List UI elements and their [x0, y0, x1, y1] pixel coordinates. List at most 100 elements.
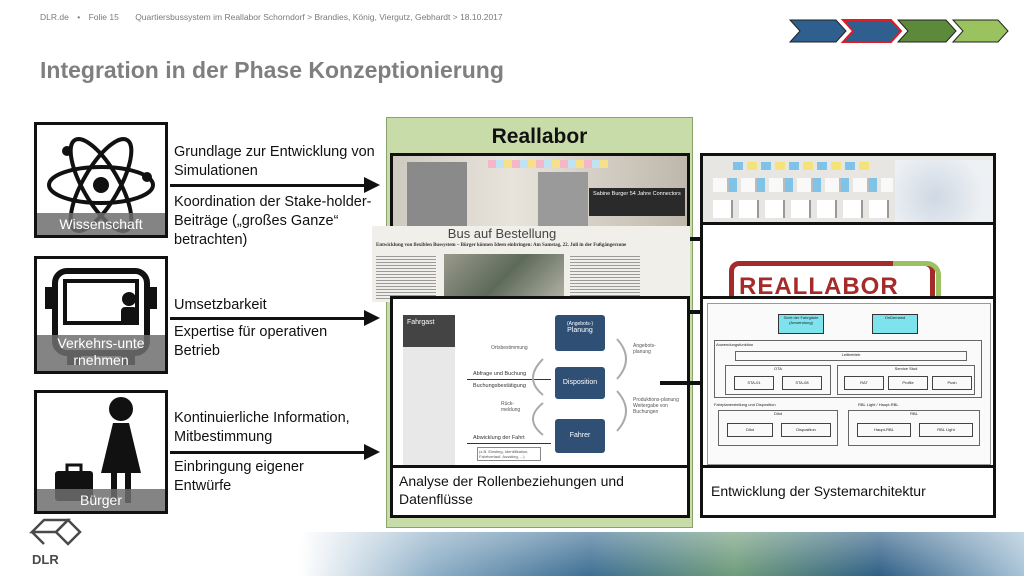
- tile-label-verkehrsunternehmen: Verkehrs-unternehmen: [37, 335, 165, 371]
- text-kontinuierliche-information: Kontinuierliche Information, Mitbestimmu…: [174, 410, 350, 445]
- arch-m1: STA-01: [734, 376, 774, 390]
- analyse-caption-box: Analyse der Rollenbeziehungen und Datenf…: [393, 465, 687, 515]
- panel-systemarchitektur: Sicht der Fahrgäste (Anwendung) OnDemand…: [700, 296, 996, 518]
- header-line: DLR.de • Folie 15 Quartiersbussystem im …: [40, 12, 509, 22]
- proc-label-abwicklung: Abwicklung der Fahrt: [473, 435, 525, 441]
- text-umsetzbarkeit: Umsetzbarkeit: [174, 297, 267, 313]
- proc-planung: (Angebots-) Planung: [555, 315, 605, 351]
- header-breadcrumb: Quartiersbussystem im Reallabor Schorndo…: [135, 12, 503, 22]
- arch-caption: Entwicklung der Systemarchitektur: [711, 483, 926, 499]
- news-subline: Entwicklung von flexiblen Bussystem – Bü…: [376, 243, 627, 248]
- sticky-row-2: [713, 178, 893, 192]
- chevron-phase-3: [896, 19, 957, 43]
- header-org: DLR.de: [40, 12, 69, 22]
- photo-person-1: [407, 162, 467, 230]
- arch-layer-2b-label: RBL Light / Haupt-RBL: [858, 402, 899, 407]
- proc-planung-label: Planung: [567, 327, 593, 334]
- news-headline: Bus auf Bestellung: [447, 226, 557, 241]
- panel-reallabor-logo: REALLABOR: [700, 222, 996, 302]
- text-grundlage: Grundlage zur Entwicklung von Simulation…: [174, 144, 375, 179]
- proc-disposition: Disposition: [555, 367, 605, 399]
- header-slide-number: Folie 15: [88, 12, 119, 22]
- tile-label-wissenschaft: Wissenschaft: [37, 213, 165, 235]
- arch-m5: Push: [932, 376, 972, 390]
- phase-chevrons: [788, 19, 1009, 43]
- arch-group-dilot-label: Dilot: [773, 411, 782, 416]
- arch-m9: RBL Light: [919, 423, 973, 437]
- arrowhead-wissenschaft: [364, 177, 380, 193]
- chevron-phase-2: [840, 19, 903, 43]
- arrowhead-verkehrsunternehmen: [364, 310, 380, 326]
- proc-fahrgast-column: [403, 347, 455, 471]
- proc-label-buchungsbestaetigung: Buchungsbestätigung: [473, 383, 526, 389]
- proc-label-angebotsplanung: Angebots-planung: [633, 343, 656, 355]
- arch-layer-2-label: Fahrplanerstellung und Disposition: [714, 402, 776, 407]
- sticky-row-1: [733, 162, 873, 170]
- proc-label-produktionsplanung: Produktions-planung Weitergabe von Buchu…: [633, 397, 679, 415]
- photo-person-2: [538, 172, 588, 230]
- arch-group-rbl: RBL Haupt-RBL RBL Light: [848, 410, 980, 446]
- news-column-left: [376, 256, 436, 300]
- proc-label-abfrage: Abfrage und Buchung: [473, 371, 527, 377]
- atom-icon: [47, 137, 155, 233]
- sticky-map: [895, 160, 993, 222]
- proc-label-rueckmeldung: Rück-meldung: [501, 401, 521, 413]
- text-expertise: Expertise für operativen Betrieb: [174, 324, 328, 359]
- text-einbringung: Einbringung eigener Entwürfe: [174, 459, 304, 494]
- arch-group-service-label: Service Stud: [894, 366, 918, 371]
- arch-sub-1: Leitbetrieb: [735, 351, 967, 361]
- arch-group-dilot: Dilot Dilot Disposition: [718, 410, 838, 446]
- logo-frame: [729, 261, 935, 299]
- proc-label-ortsbestimmung: Ortsbestimmung: [491, 345, 528, 351]
- arch-m2: STA-08: [782, 376, 822, 390]
- proc-label-abwicklung-detail: (z.B. Einstieg, Identifikation, Fahrtver…: [477, 447, 541, 461]
- arch-group-ota: OTA STA-01 STA-08: [725, 365, 831, 395]
- arch-group-rbl-label: RBL: [910, 411, 918, 416]
- photo-notes: [488, 160, 608, 168]
- chevron-phase-1: [788, 19, 847, 43]
- slide-title: Integration in der Phase Konzeptionierun…: [40, 57, 504, 83]
- logo-text: REALLABOR: [739, 273, 899, 300]
- proc-line-abfrage: [467, 379, 551, 380]
- arch-m8: Haupt-RBL: [857, 423, 911, 437]
- tile-verkehrsunternehmen: Verkehrs-unternehmen: [34, 256, 168, 374]
- panel-rollenbeziehungen: Fahrgast (Angebots-) Planung Disposition…: [390, 296, 690, 518]
- dlr-logo-text: DLR: [32, 552, 59, 567]
- sticky-row-3: [713, 200, 893, 218]
- arch-top-2: OnDemand: [872, 314, 918, 334]
- footer-band-overlay: [300, 532, 1024, 576]
- arch-m6: Dilot: [727, 423, 773, 437]
- proc-arcs: [532, 338, 627, 436]
- arrow-wissenschaft: [170, 184, 366, 187]
- news-photo: [444, 254, 564, 300]
- arrow-buerger: [170, 451, 366, 454]
- header-bullet: •: [77, 12, 81, 22]
- arrowhead-buerger: [364, 444, 380, 460]
- tile-label-verkehrsunternehmen-text: Verkehrs-unternehmen: [57, 335, 145, 368]
- dlr-logo-icon: [28, 518, 82, 546]
- reallabor-title: Reallabor: [491, 125, 588, 148]
- proc-fahrer: Fahrer: [555, 419, 605, 453]
- arch-layer-1: Anwendungsfunktion Leitbetrieb OTA STA-0…: [714, 340, 982, 398]
- arch-group-service: Service Stud RAT Profile Push: [837, 365, 975, 395]
- arch-group-ota-label: OTA: [774, 366, 782, 371]
- arrow-verkehrsunternehmen: [170, 317, 366, 320]
- proc-fahrgast: Fahrgast: [403, 315, 455, 347]
- footer-satellite-band: [300, 532, 1024, 576]
- arch-top-1: Sicht der Fahrgäste (Anwendung): [778, 314, 824, 334]
- arch-m7: Disposition: [781, 423, 831, 437]
- panel-newspaper: Bus auf Bestellung Entwicklung von flexi…: [372, 226, 690, 302]
- arch-layer-1-label: Anwendungsfunktion: [716, 342, 754, 347]
- logo-accent: [893, 261, 941, 299]
- photo-card: Sabine Burger 54 Jahre Connectors: [589, 188, 685, 216]
- connector-1: [690, 237, 700, 241]
- photo-card-caption: Sabine Burger 54 Jahre Connectors: [593, 191, 681, 197]
- analyse-caption: Analyse der Rollenbeziehungen und Datenf…: [399, 473, 624, 507]
- connector-2: [690, 310, 700, 314]
- chevron-phase-4: [951, 19, 1009, 43]
- arch-canvas: Sicht der Fahrgäste (Anwendung) OnDemand…: [707, 303, 991, 465]
- connector-3: [660, 381, 708, 385]
- tile-wissenschaft: Wissenschaft: [34, 122, 168, 238]
- arch-caption-box: Entwicklung der Systemarchitektur: [703, 465, 993, 515]
- proc-planung-small: (Angebots-): [566, 321, 594, 327]
